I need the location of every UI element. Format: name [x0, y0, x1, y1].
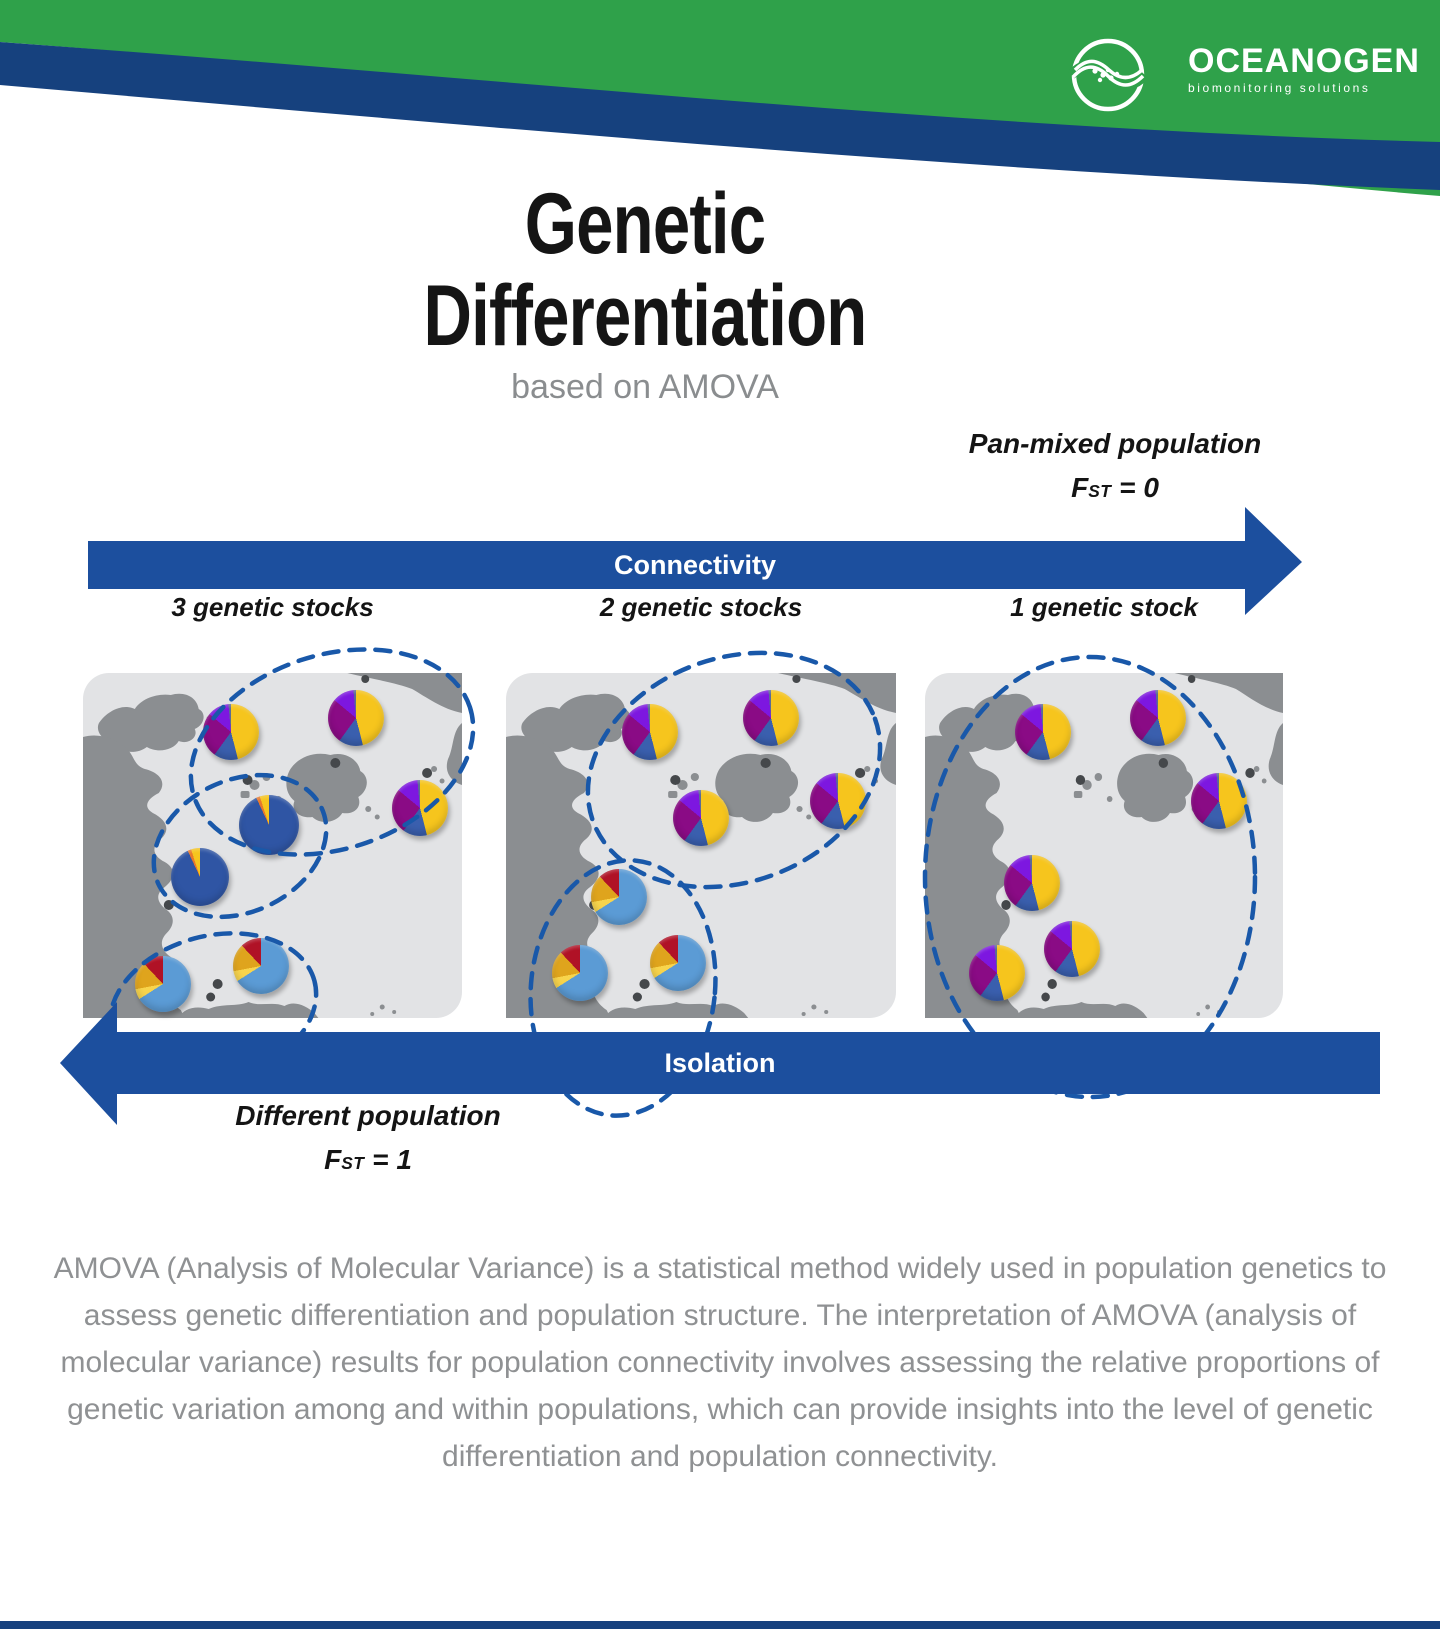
map-panel-3-stocks	[83, 673, 462, 1018]
pan-mixed-label: Pan-mixed population	[968, 428, 1262, 459]
header-navy-wave	[0, 42, 1440, 190]
fst-zero-label: FST = 0	[1071, 472, 1159, 503]
site-pie-admixed	[392, 779, 449, 836]
site-pie-lightblue_stock	[233, 938, 290, 995]
site-pie-admixed	[327, 689, 384, 746]
footer-bar	[0, 1621, 1440, 1629]
site-pie-admixed	[1043, 921, 1100, 977]
oceanogen-logo-icon	[1067, 38, 1149, 112]
connectivity-arrow	[88, 507, 1302, 615]
panel-label-2-stocks: 2 genetic stocks	[599, 592, 803, 622]
isolation-arrow-label: Isolation	[664, 1048, 776, 1078]
site-pie-lightblue_stock	[552, 945, 609, 1002]
panel-label-1-stock: 1 genetic stock	[1010, 592, 1198, 622]
site-pie-blue_stock	[238, 794, 299, 855]
site-pie-blue_stock	[171, 847, 230, 906]
site-pie-admixed	[1190, 772, 1247, 829]
isolation-arrow	[60, 1002, 1380, 1125]
site-pie-lightblue_stock	[649, 934, 706, 991]
header-wave	[0, 0, 1440, 196]
brand-tagline: biomonitoring solutions	[1188, 81, 1371, 95]
brand-name: OCEANOGEN	[1188, 42, 1420, 80]
site-pie-admixed	[968, 945, 1025, 1002]
different-population-label: Different population	[235, 1100, 501, 1131]
site-pie-admixed	[1015, 703, 1072, 760]
site-pie-admixed	[1129, 689, 1186, 746]
page-title-line1: Genetic	[524, 176, 766, 272]
different-population-annotation: Different population FST = 1	[158, 1100, 578, 1176]
panel-label-3-stocks: 3 genetic stocks	[171, 592, 374, 622]
site-pie-admixed	[673, 789, 729, 846]
site-pie-admixed	[622, 703, 679, 760]
page-subtitle: based on AMOVA	[511, 368, 779, 406]
site-pie-lightblue_stock	[591, 869, 648, 926]
connectivity-arrow-label: Connectivity	[613, 550, 777, 580]
fst-one-label: FST = 1	[324, 1144, 412, 1175]
title-block: Genetic Differentiation based on AMOVA	[0, 178, 1290, 407]
site-pie-admixed	[1004, 855, 1061, 912]
pan-mixed-annotation: Pan-mixed population FST = 0	[905, 428, 1325, 504]
site-pie-admixed	[743, 689, 800, 746]
amova-description: AMOVA (Analysis of Molecular Variance) i…	[53, 1252, 1387, 1473]
map-panel-2-stocks	[506, 673, 896, 1018]
oceanogen-logo: OCEANOGEN biomonitoring solutions	[1063, 30, 1419, 120]
map-panel-1-stock	[925, 673, 1283, 1018]
page-title-line2: Differentiation	[423, 268, 868, 364]
site-pie-admixed	[809, 772, 866, 829]
dna-dots	[1092, 67, 1120, 83]
site-pie-admixed	[202, 703, 259, 760]
